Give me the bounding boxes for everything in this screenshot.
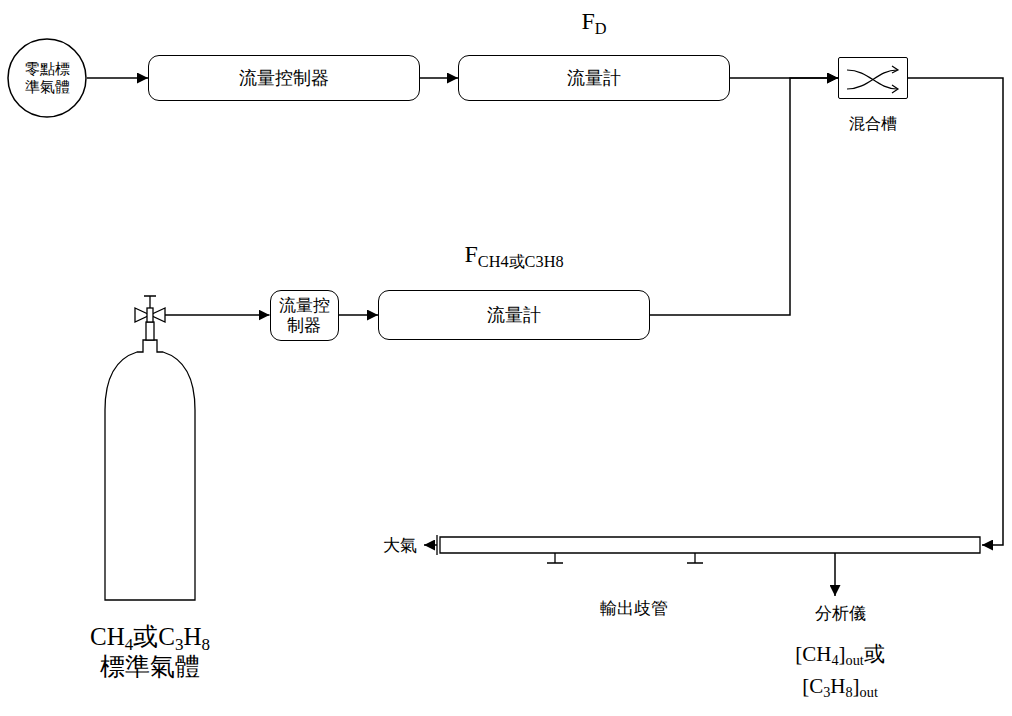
- flow-line: [339, 314, 379, 316]
- node-heading: FD: [581, 7, 606, 36]
- gas-cylinder: CH4或C3H8 標準氣體: [105, 300, 195, 600]
- symbol: F: [581, 8, 594, 34]
- output-manifold: 輸出歧管: [440, 537, 980, 553]
- subscript: out: [846, 652, 864, 668]
- pipe-outline: [440, 537, 980, 553]
- formula-part: 或C: [133, 623, 175, 650]
- flow-line: [908, 78, 1003, 545]
- cylinder-outline: [105, 300, 195, 600]
- formula-part: H: [830, 674, 845, 698]
- subscript: 3: [823, 684, 830, 700]
- subscript: D: [595, 19, 607, 38]
- subscript: 4: [125, 635, 134, 654]
- atmosphere: 大氣: [380, 533, 420, 557]
- formula-part: H: [183, 623, 201, 650]
- subscript: 8: [845, 684, 852, 700]
- flow-line: [424, 544, 437, 546]
- subscript: 8: [201, 635, 210, 654]
- controller-box: 流量控制器: [148, 55, 420, 101]
- node-label: 流量計: [487, 304, 541, 326]
- flow-line: [834, 553, 836, 596]
- analyzer: 分析儀[CH4]out或 [C3H8]out: [775, 598, 905, 708]
- symbol: F: [464, 241, 477, 267]
- node-label: 流量控制器: [239, 67, 329, 89]
- formula-part: [CH: [795, 642, 831, 666]
- node-heading: 輸出歧管: [600, 598, 668, 618]
- formula-part: ]: [853, 674, 860, 698]
- flow-line: [650, 78, 838, 315]
- node-label: 分析儀: [815, 603, 866, 623]
- mixer-outline: [839, 58, 907, 98]
- node-heading: CH4或C3H8 標準氣體: [75, 622, 225, 682]
- node-label: [CH4]out或 [C3H8]out: [775, 638, 905, 703]
- node-heading: 混合槽: [849, 114, 897, 133]
- formula-part: ]: [839, 642, 846, 666]
- controller-box: 流量控制器: [270, 290, 339, 341]
- flowmeter-box: FD流量計: [458, 55, 730, 101]
- node-label: 流量控制器: [278, 295, 331, 336]
- node-label: 零點標準氣體: [24, 60, 71, 96]
- subscript: CH4或C3H8: [478, 252, 564, 271]
- mixing-tank: 混合槽: [838, 57, 908, 99]
- source-circle: 零點標準氣體: [7, 38, 87, 118]
- subscript: 4: [831, 652, 838, 668]
- formula-part: CH: [90, 623, 125, 650]
- flow-line: [165, 314, 270, 316]
- node-heading: FCH4或C3H8: [464, 240, 563, 269]
- flow-line: [420, 77, 458, 79]
- node-label: 流量計: [567, 67, 621, 89]
- flow-line: [87, 77, 148, 79]
- formula-part: 標準氣體: [100, 653, 200, 680]
- node-label: 大氣: [383, 535, 417, 555]
- flowmeter-box: FCH4或C3H8流量計: [378, 290, 650, 340]
- subscript: 3: [175, 635, 184, 654]
- subscript: out: [860, 684, 878, 700]
